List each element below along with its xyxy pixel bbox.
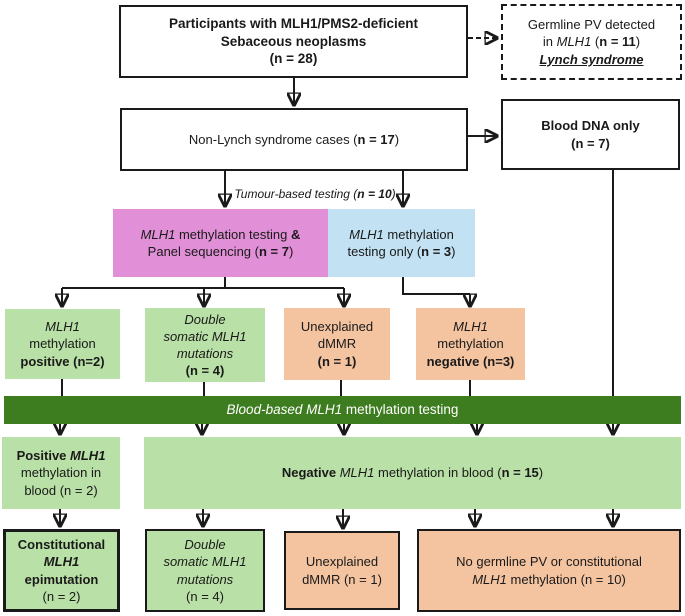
gene-mlh1: somatic MLH1 <box>163 554 247 570</box>
box-double-somatic-top: Double somatic MLH1 mutations (n = 4) <box>145 308 265 382</box>
box-blood-dna-only: Blood DNA only (n = 7) <box>501 99 680 170</box>
box-unexplained-top: Unexplained dMMR (n = 1) <box>284 308 390 380</box>
box-meth-and-panel: MLH1 methylation testing & Panel sequenc… <box>113 209 328 277</box>
nonlynch-line: Non-Lynch syndrome cases (n = 17) <box>188 131 400 147</box>
box-meth-positive: MLH1 methylation positive (n=2) <box>5 309 120 379</box>
gene-mlh1: MLH1 <box>70 448 106 464</box>
participants-line2: Sebaceous neoplasms <box>220 33 367 49</box>
box-double-somatic-bottom: Double somatic MLH1 mutations (n = 4) <box>145 529 265 612</box>
box-nonlynch: Non-Lynch syndrome cases (n = 17) <box>120 108 468 171</box>
box-negative-blood: Negative MLH1 methylation in blood (n = … <box>144 437 681 509</box>
participants-count: (n = 28) <box>269 51 318 67</box>
lynch-line1: Germline PV detected <box>527 17 656 33</box>
box-no-germline: No germline PV or constitutional MLH1 me… <box>417 529 681 612</box>
gene-mlh1: MLH1 <box>349 226 384 242</box>
branch-blue <box>402 277 470 295</box>
box-participants: Participants with MLH1/PMS2-deficient Se… <box>119 5 468 78</box>
box-lynch-syndrome: Germline PV detected in MLH1 (n = 11) Ly… <box>501 4 682 80</box>
blooddna-line1: Blood DNA only <box>541 118 640 134</box>
gene-mlh1: MLH1 <box>472 571 507 587</box>
lynch-line2: in MLH1 (n = 11) <box>542 34 641 50</box>
gene-mlh1: MLH1 <box>45 319 80 335</box>
gene-mlh1: MLH1 <box>339 465 375 481</box>
branch-pink <box>62 277 344 289</box>
bar-blood-based-testing: Blood-based MLH1 methylation testing <box>4 396 681 424</box>
gene-mlh1: somatic MLH1 <box>163 328 247 344</box>
gene-mlh1: MLH1 <box>453 319 488 335</box>
box-unexplained-bottom: Unexplained dMMR (n = 1) <box>284 531 400 610</box>
box-meth-negative: MLH1 methylation negative (n=3) <box>416 308 525 380</box>
blooddna-count: (n = 7) <box>571 135 610 151</box>
gene-mlh1: MLH1 <box>556 34 592 50</box>
gene-mlh1: MLH1 <box>140 226 176 242</box>
gene-mlh1: MLH1 <box>43 554 80 570</box>
box-meth-only: MLH1 methylation testing only (n = 3) <box>328 209 475 277</box>
box-positive-blood: Positive MLH1 methylation in blood (n = … <box>2 437 120 509</box>
participants-line1: Participants with MLH1/PMS2-deficient <box>168 15 419 31</box>
box-constitutional-epimutation: Constitutional MLH1 epimutation (n = 2) <box>3 529 120 612</box>
lynch-label: Lynch syndrome <box>539 51 644 67</box>
label-tumour-testing: Tumour-based testing (n = 10) <box>234 187 396 202</box>
